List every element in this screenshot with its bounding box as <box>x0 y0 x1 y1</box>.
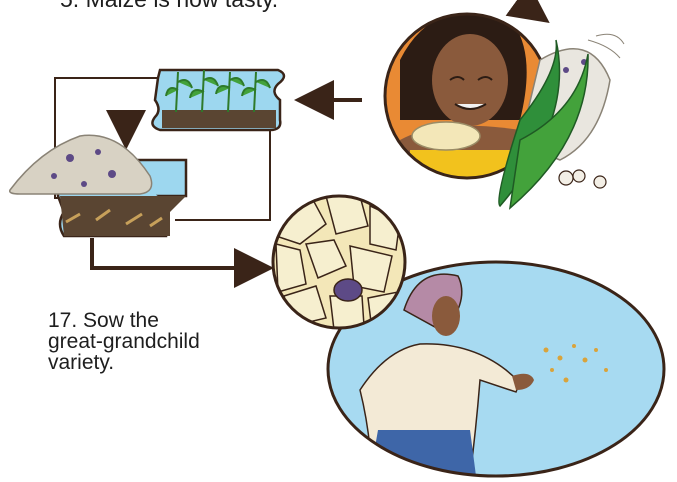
arrow-to-seeds <box>126 115 140 138</box>
caption-line-1: 17. Sow the <box>48 310 200 331</box>
maize-cob-icon <box>412 122 480 150</box>
caption-line-2: great-grandchild <box>48 331 200 352</box>
seed-pile-icon <box>10 135 152 194</box>
step-17-caption: 17. Sow the great-grandchild variety. <box>48 310 200 373</box>
arrow-to-field <box>92 238 262 268</box>
caption-line-3: variety. <box>48 352 200 373</box>
arrow-top <box>518 0 540 16</box>
kernel-closeup-icon <box>273 196 405 330</box>
popcorn-kernels <box>559 170 606 188</box>
maize-plant-panel <box>152 70 284 130</box>
